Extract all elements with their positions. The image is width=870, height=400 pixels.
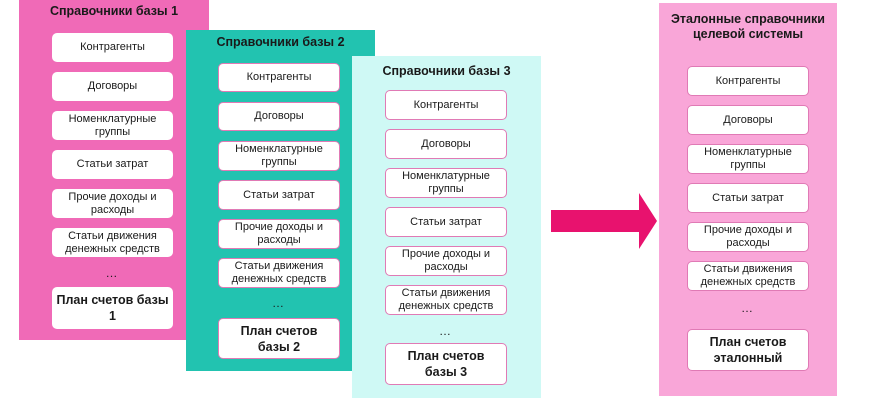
card-cash-flow-items: Статьи движения денежных средств	[218, 258, 340, 288]
panel-title: Эталонные справочники целевой системы	[671, 12, 825, 41]
card-other-income-expenses: Прочие доходы и расходы	[52, 189, 173, 218]
card-other-income-expenses: Прочие доходы и расходы	[687, 222, 809, 252]
source-panel-3: Справочники базы 3 Контрагенты Договоры …	[352, 56, 541, 398]
ellipsis: …	[105, 266, 120, 280]
card-contracts: Договоры	[687, 105, 809, 135]
card-chart-of-accounts: План счетов эталонный	[687, 329, 809, 371]
card-counterparties: Контрагенты	[218, 63, 340, 92]
card-other-income-expenses: Прочие доходы и расходы	[218, 219, 340, 249]
panel-title: Справочники базы 3	[382, 64, 511, 78]
card-chart-of-accounts: План счетов базы 2	[218, 318, 340, 359]
panel-title: Справочники базы 2	[216, 35, 345, 49]
card-cost-items: Статьи затрат	[687, 183, 809, 213]
card-contracts: Договоры	[52, 72, 173, 101]
card-cash-flow-items: Статьи движения денежных средств	[385, 285, 507, 315]
card-nomenclature-groups: Номенклатурные группы	[385, 168, 507, 198]
card-other-income-expenses: Прочие доходы и расходы	[385, 246, 507, 276]
source-panel-2: Справочники базы 2 Контрагенты Договоры …	[186, 30, 375, 371]
card-cost-items: Статьи затрат	[385, 207, 507, 237]
card-contracts: Договоры	[218, 102, 340, 131]
card-counterparties: Контрагенты	[385, 90, 507, 120]
card-counterparties: Контрагенты	[687, 66, 809, 96]
card-cost-items: Статьи затрат	[52, 150, 173, 179]
target-panel: Эталонные справочники целевой системы Ко…	[659, 3, 837, 396]
card-nomenclature-groups: Номенклатурные группы	[218, 141, 340, 171]
card-chart-of-accounts: План счетов базы 1	[52, 287, 173, 329]
source-panel-1: Справочники базы 1 Контрагенты Договоры …	[19, 0, 209, 340]
panel-title: Справочники базы 1	[49, 4, 179, 18]
card-counterparties: Контрагенты	[52, 33, 173, 62]
card-contracts: Договоры	[385, 129, 507, 159]
card-chart-of-accounts: План счетов базы 3	[385, 343, 507, 385]
right-arrow-icon	[551, 193, 657, 249]
ellipsis: …	[272, 296, 286, 310]
card-nomenclature-groups: Номенклатурные группы	[687, 144, 809, 174]
card-nomenclature-groups: Номенклатурные группы	[52, 111, 173, 140]
card-cash-flow-items: Статьи движения денежных средств	[52, 228, 173, 257]
card-cash-flow-items: Статьи движения денежных средств	[687, 261, 809, 291]
ellipsis: …	[439, 324, 453, 338]
card-cost-items: Статьи затрат	[218, 180, 340, 210]
ellipsis: …	[741, 301, 755, 315]
